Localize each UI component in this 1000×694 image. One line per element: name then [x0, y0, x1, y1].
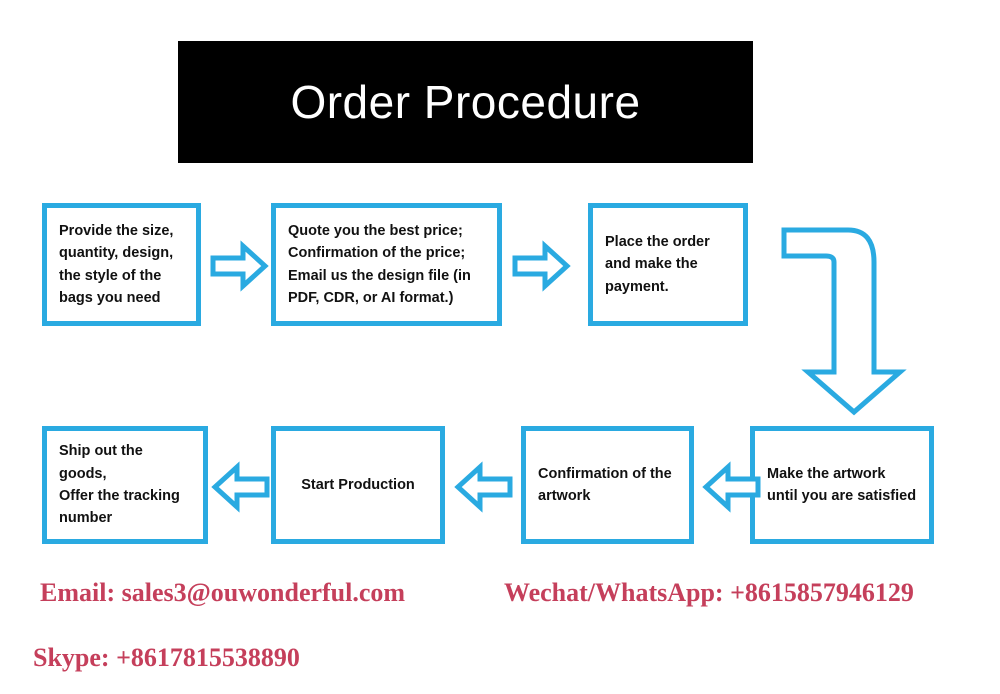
arrow-left-icon — [211, 461, 270, 513]
process-box-place-order: Place the order and make the payment. — [588, 203, 748, 326]
process-box-quote-price: Quote you the best price; Confirmation o… — [271, 203, 502, 326]
process-box-start-production: Start Production — [271, 426, 445, 544]
arrow-left-icon — [454, 461, 513, 513]
process-box-label: Quote you the best price; Confirmation o… — [288, 222, 471, 306]
process-box-label: Provide the size, quantity, design, the … — [59, 222, 174, 306]
process-box-label: Start Production — [301, 476, 415, 493]
process-box-label: Make the artwork until you are satisfied — [767, 465, 917, 504]
title-banner: Order Procedure — [178, 41, 753, 163]
process-box-ship-goods: Ship out the goods, Offer the tracking n… — [42, 426, 208, 544]
page-title: Order Procedure — [290, 76, 641, 128]
contact-skype: Skype: +8617815538890 — [33, 643, 300, 672]
contact-wechat-whatsapp: Wechat/WhatsApp: +8615857946129 — [504, 578, 914, 607]
process-box-label: Place the order and make the payment. — [605, 233, 710, 295]
process-box-confirmation-artwork: Confirmation of the artwork — [521, 426, 694, 544]
process-box-label: Ship out the goods, Offer the tracking n… — [59, 443, 180, 527]
arrow-right-icon — [210, 240, 269, 292]
arrow-right-icon — [512, 240, 571, 292]
contact-email: Email: sales3@ouwonderful.com — [40, 578, 406, 607]
arrow-elbow-down-icon — [781, 227, 907, 416]
process-box-provide-requirements: Provide the size, quantity, design, the … — [42, 203, 201, 326]
process-box-label: Confirmation of the artwork — [538, 465, 672, 504]
arrow-left-icon — [702, 461, 761, 513]
process-box-make-artwork: Make the artwork until you are satisfied — [750, 426, 934, 544]
